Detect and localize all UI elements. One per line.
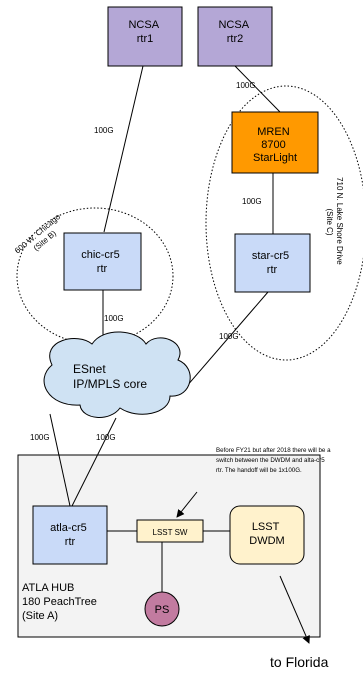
site-c-label: 710 N. Lake Shore Drive (Site C) [325, 177, 344, 267]
label-mren-star: 100G [242, 197, 262, 206]
ncsa-rtr1-node [107, 6, 183, 67]
atla-cr5-node [32, 505, 108, 565]
link-rtr2-mren [234, 65, 281, 113]
chic-cr5-label: chic-cr5 rtr [81, 249, 123, 275]
atla-hub-label: ATLA HUB 180 PeachTree (Site A) [22, 582, 100, 622]
mren-8700-node [231, 111, 319, 174]
star-cr5-label: star-cr5 rtr [252, 250, 292, 276]
atla-cr5-label: atla-cr5 rtr [50, 522, 90, 548]
mren-label: MREN 8700 StarLight [253, 126, 297, 164]
label-cloud-atla-right: 100G [96, 433, 116, 442]
ps-node [144, 591, 180, 627]
label-rtr2-mren: 100G [236, 81, 256, 90]
chic-cr5-node [63, 232, 142, 291]
ncsa-rtr2-node [197, 6, 273, 67]
site-c-ellipse [205, 85, 363, 361]
link-rtr1-chic [103, 65, 144, 233]
handoff-note: Before FY21 but after 2018 there will be… [216, 447, 332, 474]
ncsa-rtr2-label: NCSA rtr2 [218, 19, 251, 45]
lsst-dwdm-node [229, 505, 305, 565]
ncsa-rtr1-label: NCSA rtr1 [128, 19, 161, 45]
lsst-sw-node [136, 519, 204, 543]
site-b-label: 600 W. Chicago (Site B) [13, 211, 70, 263]
esnet-cloud [43, 331, 191, 418]
link-cloud-atla-right [71, 417, 117, 507]
esnet-cloud-label: ESnet IP/MPLS core [73, 362, 147, 391]
to-florida-arrow [279, 575, 310, 644]
link-star-cloud [179, 291, 269, 395]
lsst-sw-label: LSST SW [153, 528, 188, 537]
label-chic-cloud: 100G [104, 314, 124, 323]
lsst-dwdm-label: LSST DWDM [249, 521, 284, 547]
link-cloud-atla-left [49, 413, 71, 507]
site-b-ellipse [16, 207, 174, 345]
label-star-cloud: 100G [219, 332, 239, 341]
label-cloud-atla-left: 100G [30, 433, 50, 442]
to-florida-label: to Florida [270, 654, 329, 670]
label-rtr1-chic: 100G [94, 126, 114, 135]
star-cr5-node [234, 233, 311, 293]
note-arrow [176, 491, 198, 518]
ps-label: PS [155, 604, 170, 616]
